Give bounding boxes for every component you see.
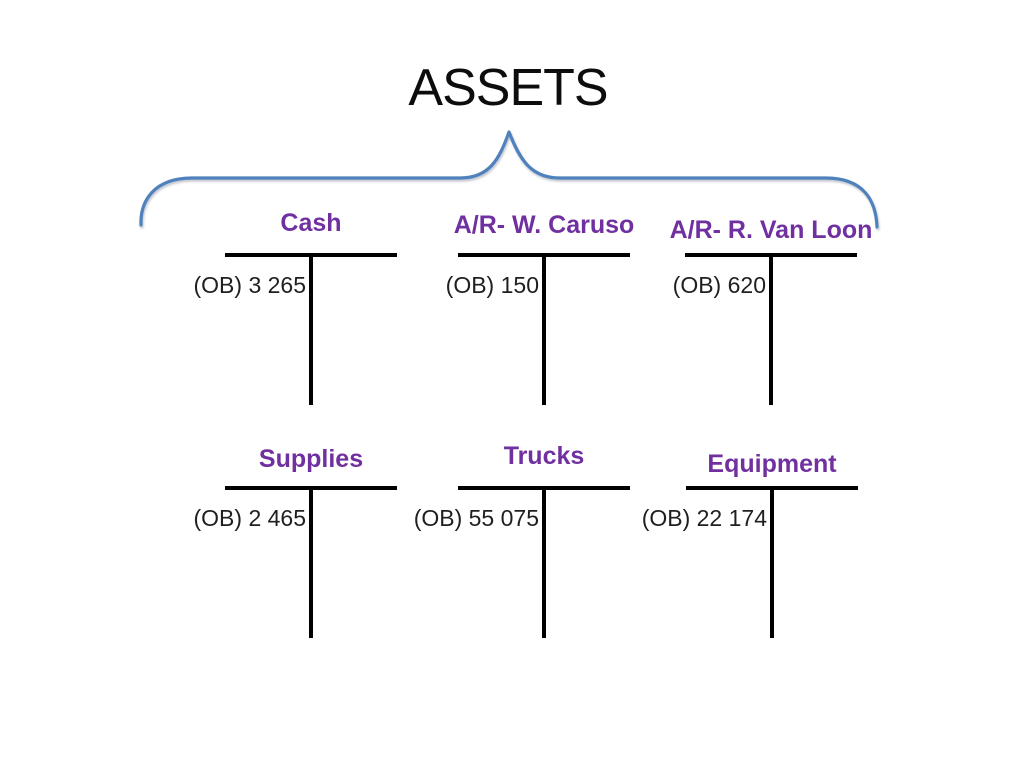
opening-balance-entry: (OB) 55 075 (413, 505, 539, 531)
opening-balance-entry: (OB) 22 174 (641, 505, 767, 531)
t-account-equipment: Equipment (OB) 22 174 (642, 437, 858, 638)
t-account-cash: Cash (OB) 3 265 (194, 204, 397, 405)
page-title: ASSETS (408, 59, 608, 117)
curly-brace-icon (139, 130, 879, 229)
account-title: Supplies (258, 445, 364, 473)
t-account-stem (769, 253, 773, 405)
opening-balance-entry: (OB) 620 (672, 272, 766, 298)
t-account-stem (309, 253, 313, 405)
account-title: Equipment (707, 450, 837, 478)
account-title: A/R- R. Van Loon (669, 216, 873, 244)
t-account-stem (542, 253, 546, 405)
account-title: Cash (280, 209, 342, 237)
opening-balance-entry: (OB) 3 265 (193, 272, 307, 298)
t-account-stem (542, 486, 546, 638)
opening-balance-entry: (OB) 2 465 (193, 505, 307, 531)
t-account-ar-w-caruso: A/R- W. Caruso (OB) 150 (446, 204, 634, 405)
t-account-stem (309, 486, 313, 638)
account-title: A/R- W. Caruso (453, 211, 635, 239)
t-account-stem (770, 486, 774, 638)
t-account-ar-r-van-loon: A/R- R. Van Loon (OB) 620 (670, 204, 872, 405)
t-account-supplies: Supplies (OB) 2 465 (194, 437, 397, 638)
t-account-trucks: Trucks (OB) 55 075 (414, 437, 630, 638)
opening-balance-entry: (OB) 150 (445, 272, 539, 298)
account-title: Trucks (503, 442, 585, 470)
